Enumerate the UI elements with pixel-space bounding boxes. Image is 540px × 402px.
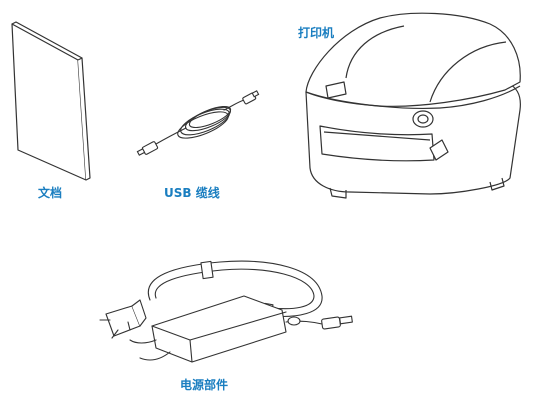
- printer-icon: [305, 12, 521, 199]
- usb-cable-label: USB 缆线: [164, 186, 220, 200]
- power-supply-label: 电源部件: [180, 378, 229, 392]
- power-supply-icon: [99, 260, 353, 363]
- usb-cable-icon: [136, 90, 260, 156]
- documents-label: 文档: [38, 186, 63, 200]
- documents-booklet-icon: [11, 21, 91, 181]
- printer-label: 打印机: [298, 26, 335, 40]
